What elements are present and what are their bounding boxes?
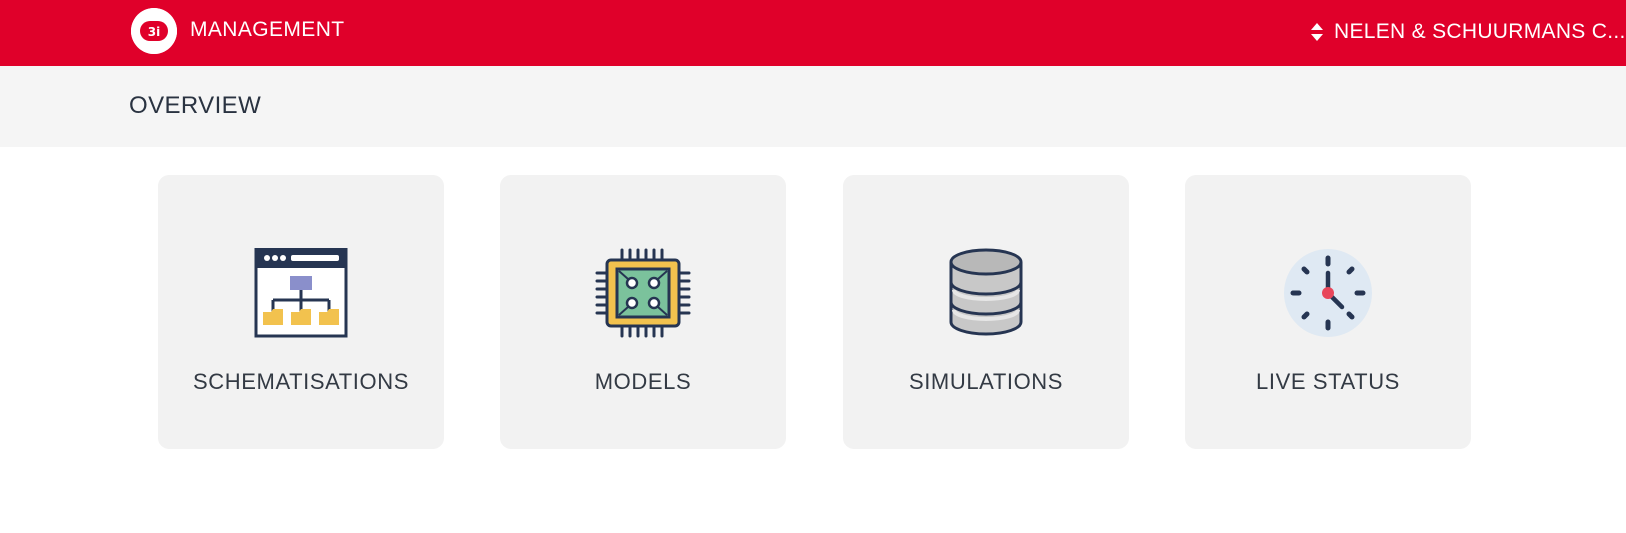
svg-text:3i: 3i (148, 25, 160, 39)
models-card[interactable]: MODELS (500, 175, 786, 449)
live-status-card[interactable]: LIVE STATUS (1185, 175, 1471, 449)
card-label: MODELS (594, 369, 692, 394)
card-label: LIVE STATUS (1256, 369, 1400, 394)
card-label: SCHEMATISATIONS (193, 369, 409, 394)
page-title: OVERVIEW (129, 92, 262, 119)
sort-icon (1311, 23, 1323, 41)
simulations-card[interactable]: SIMULATIONS (843, 175, 1129, 449)
clock-icon (1284, 249, 1372, 337)
subheader: OVERVIEW (0, 66, 1626, 147)
organisation-name: NELEN & SCHUURMANS C... (1334, 20, 1626, 43)
app-title: MANAGEMENT (190, 18, 345, 41)
top-navbar: 3i MANAGEMENT NELEN & SCHUURMANS C... (0, 0, 1626, 66)
schematisations-card[interactable]: SCHEMATISATIONS (158, 175, 444, 449)
organisation-switcher[interactable]: NELEN & SCHUURMANS C... (1310, 18, 1626, 46)
chip-icon (595, 248, 691, 338)
3di-logo-icon[interactable]: 3i (131, 8, 177, 54)
card-label: SIMULATIONS (908, 369, 1064, 394)
overview-cards: SCHEMATISATIONS (0, 175, 1626, 450)
schematisation-diagram-icon (254, 248, 348, 338)
database-icon (949, 248, 1023, 336)
